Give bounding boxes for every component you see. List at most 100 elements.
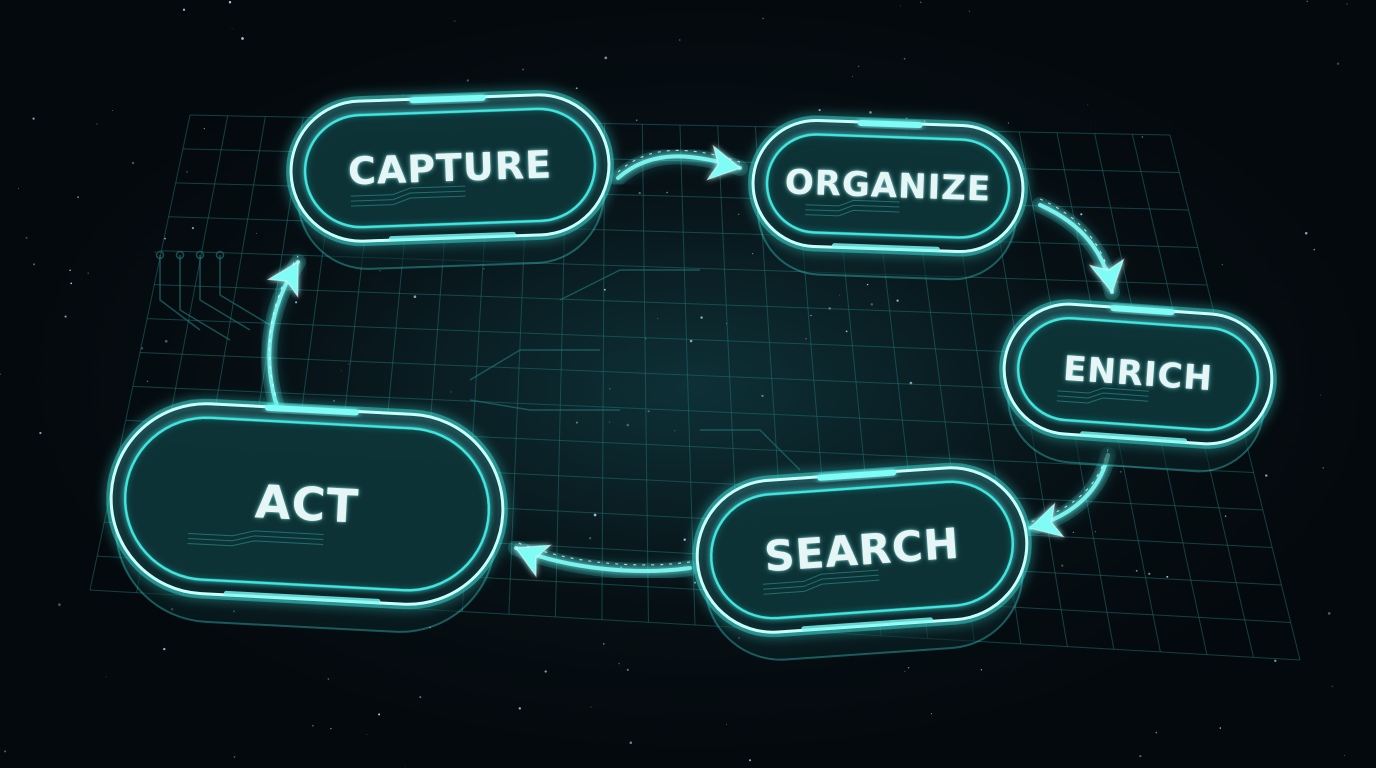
star: [466, 79, 469, 82]
circuit-trace: [469, 349, 600, 381]
star: [700, 316, 703, 319]
arrowhead: [1088, 258, 1125, 293]
star: [4, 750, 7, 753]
star: [694, 581, 696, 584]
star: [1072, 531, 1074, 533]
star: [0, 373, 2, 376]
node-enrich: [999, 299, 1277, 473]
star: [839, 294, 841, 296]
star: [602, 643, 605, 645]
star: [903, 57, 906, 60]
node-organize: [748, 115, 1028, 281]
star: [752, 253, 754, 255]
star: [1319, 394, 1321, 396]
star: [647, 410, 650, 413]
arrow-enrich-to-search: [1022, 447, 1116, 538]
star: [609, 388, 611, 390]
star: [522, 68, 525, 71]
star: [131, 161, 135, 165]
star: [761, 394, 764, 398]
star: [857, 65, 860, 68]
node-bottom-tab: [1080, 431, 1188, 444]
star: [900, 5, 901, 7]
star: [1094, 531, 1096, 533]
circuit-trace: [351, 195, 466, 207]
star: [1139, 754, 1142, 758]
arrow-act-to-capture: [261, 254, 306, 418]
node-search: [692, 462, 1032, 661]
circuit-trace: [350, 185, 466, 197]
star: [629, 741, 633, 744]
star: [231, 28, 233, 30]
circuit-trace: [762, 569, 879, 585]
star: [1219, 727, 1222, 729]
star: [163, 647, 166, 651]
star: [327, 678, 330, 680]
star: [575, 421, 578, 424]
star: [1265, 474, 1268, 477]
circuit-trace: [559, 269, 700, 301]
circuit-trace: [763, 579, 880, 595]
star: [64, 315, 67, 318]
star: [638, 191, 641, 195]
circuit-trace: [700, 429, 801, 471]
node-circuit-decoration: [350, 185, 466, 207]
star: [378, 713, 381, 716]
star: [404, 766, 406, 768]
star: [609, 421, 611, 423]
star: [379, 270, 381, 272]
star: [920, 1, 922, 3]
node-label-organize: ORGANIZE: [784, 162, 992, 210]
star: [869, 111, 872, 114]
node-circuit-decoration: [762, 569, 880, 595]
arrow-capture-to-organize: [610, 144, 748, 186]
star: [737, 213, 740, 216]
circuit-trace: [159, 255, 201, 331]
star: [518, 707, 521, 710]
node-bottom-tab: [388, 231, 516, 242]
circuit-trace: [199, 255, 251, 331]
arrowhead: [706, 144, 741, 181]
star: [968, 10, 970, 12]
star: [679, 39, 681, 41]
star: [186, 171, 188, 173]
star: [683, 538, 686, 541]
node-top-tab: [264, 404, 359, 416]
star: [805, 338, 807, 340]
cycle-arrows: [261, 144, 1125, 579]
node-inner-panel: [765, 133, 1011, 239]
star: [295, 301, 298, 304]
star: [626, 423, 630, 427]
star: [1119, 470, 1122, 473]
circuit-trace: [219, 255, 271, 326]
node-bottom-tab: [801, 617, 934, 632]
arrow-search-to-act: [508, 540, 698, 579]
star: [340, 370, 342, 372]
star: [689, 339, 693, 343]
circuit-trace: [1057, 392, 1149, 399]
circuit-trace: [805, 209, 900, 217]
star: [366, 734, 368, 735]
star: [748, 759, 752, 762]
star: [1327, 612, 1331, 615]
star: [105, 676, 107, 678]
star: [228, 1, 232, 4]
arrow-particle-trail: [1039, 198, 1113, 287]
star: [69, 269, 71, 271]
circuit-node: [175, 250, 185, 260]
star: [96, 123, 98, 125]
star: [1331, 685, 1333, 687]
star: [450, 391, 452, 393]
star: [588, 537, 592, 540]
star: [413, 295, 417, 299]
circuit-trace: [188, 530, 324, 537]
arrow-organize-to-enrich: [1032, 197, 1125, 300]
star: [870, 303, 874, 306]
star: [1007, 122, 1009, 124]
circuit-trace: [469, 399, 620, 411]
star: [1148, 572, 1151, 575]
star: [348, 363, 350, 365]
star: [1304, 231, 1308, 235]
